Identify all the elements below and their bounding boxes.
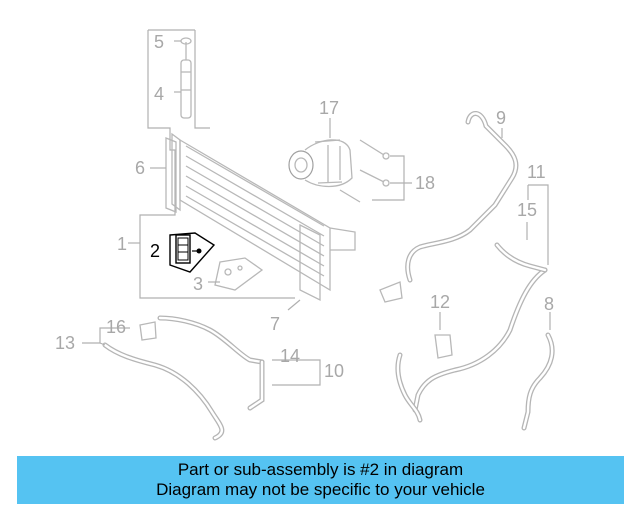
- callout-11: 11: [527, 162, 546, 182]
- condenser: [171, 132, 356, 302]
- callout-15: 15: [517, 200, 537, 220]
- valve-12: [434, 312, 453, 359]
- callout-1: 1: [117, 234, 127, 254]
- callout-16: 16: [106, 317, 126, 337]
- callout-7: 7: [270, 314, 280, 334]
- callout-17: 17: [319, 98, 339, 118]
- hose-8: [521, 312, 555, 431]
- callout-12: 12: [430, 292, 450, 312]
- parts-diagram: 1 2 3 4 5 6 7 8 9 10 11 12 13 14 15 16 1…: [55, 29, 555, 441]
- bolts: [339, 139, 412, 203]
- banner-line-1: Part or sub-assembly is #2 in diagram: [177, 460, 464, 479]
- callout-13: 13: [55, 333, 75, 353]
- drier-tube: [174, 37, 192, 119]
- callout-6: 6: [135, 158, 145, 178]
- callout-8: 8: [544, 294, 554, 314]
- callout-10: 10: [324, 361, 344, 381]
- part-2-highlight[interactable]: [169, 232, 216, 273]
- lower-bracket: [287, 299, 301, 311]
- callout-4: 4: [154, 84, 164, 104]
- condenser-assembly-bracket: [128, 29, 295, 299]
- hose-assembly-right: [379, 111, 549, 413]
- callout-14: 14: [280, 346, 300, 366]
- callout-5: 5: [154, 32, 164, 52]
- mount-bracket: [208, 257, 264, 291]
- banner-line-2: Diagram may not be specific to your vehi…: [156, 480, 485, 499]
- callout-2: 2: [150, 241, 160, 261]
- info-banner: Part or sub-assembly is #2 in diagram Di…: [17, 456, 624, 504]
- callout-9: 9: [496, 108, 506, 128]
- callout-18: 18: [415, 173, 435, 193]
- hose-left: [82, 321, 225, 441]
- callout-3: 3: [193, 274, 203, 294]
- side-bracket: [150, 137, 177, 213]
- callout-labels: 1 2 3 4 5 6 7 8 9 10 11 12 13 14 15 16 1…: [55, 32, 554, 381]
- compressor: [288, 118, 353, 188]
- hose-lower-center: [157, 315, 423, 423]
